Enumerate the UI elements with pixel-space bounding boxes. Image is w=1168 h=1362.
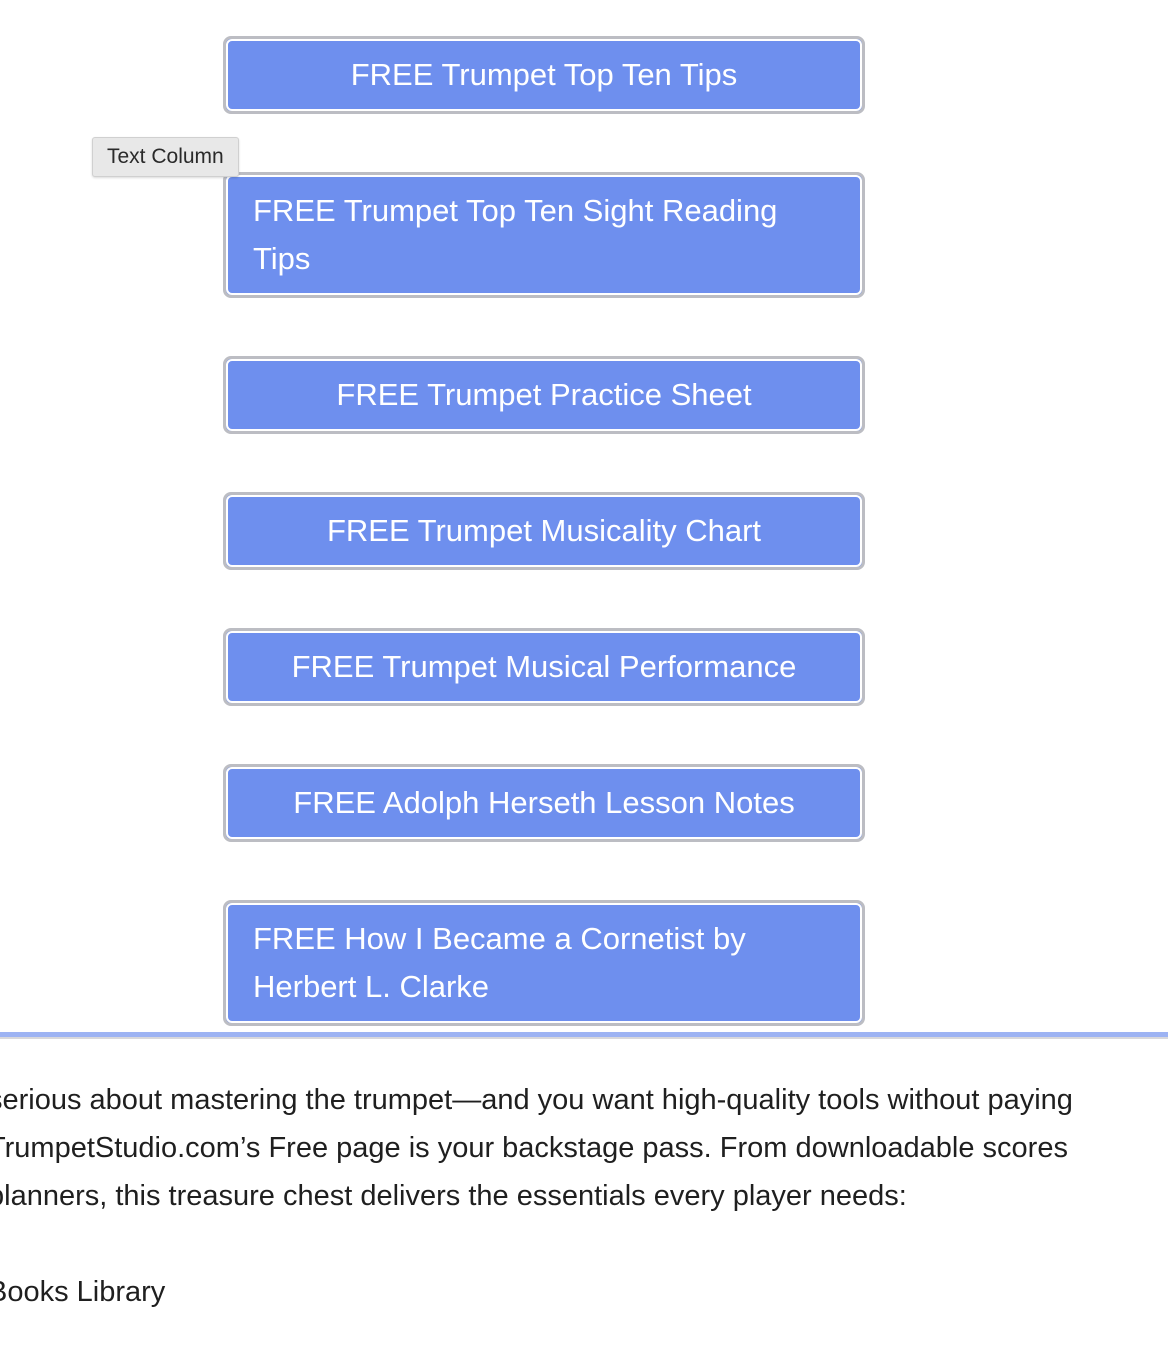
books-library-heading: Books Library — [0, 1276, 166, 1308]
intro-line: TrumpetStudio.com’s Free page is your ba… — [0, 1132, 1068, 1164]
free-sight-reading-tips-button[interactable]: FREE Trumpet Top Ten Sight Reading Tips — [253, 193, 778, 276]
section-divider — [0, 1032, 1168, 1039]
button-block-top-ten-tips: FREE Trumpet Top Ten Tips — [223, 36, 865, 114]
text-column: Text Column FREE Trumpet Top Ten Tips FR… — [92, 36, 865, 1026]
intro-paragraph: serious about mastering the trumpet—and … — [0, 1076, 1168, 1220]
free-practice-sheet-button[interactable]: FREE Trumpet Practice Sheet — [336, 377, 752, 412]
free-musical-performance-button[interactable]: FREE Trumpet Musical Performance — [291, 649, 797, 684]
button-block-musicality-chart: FREE Trumpet Musicality Chart — [223, 492, 865, 570]
button-block-cornetist-clarke: FREE How I Became a Cornetist by Herbert… — [223, 900, 865, 1026]
button-block-sight-reading-tips: FREE Trumpet Top Ten Sight Reading Tips — [223, 172, 865, 298]
intro-line: serious about mastering the trumpet—and … — [0, 1084, 1073, 1116]
free-cornetist-clarke-button[interactable]: FREE How I Became a Cornetist by Herbert… — [253, 921, 746, 1004]
block-label-tooltip: Text Column — [92, 137, 239, 177]
button-block-practice-sheet: FREE Trumpet Practice Sheet — [223, 356, 865, 434]
button-block-herseth-lesson-notes: FREE Adolph Herseth Lesson Notes — [223, 764, 865, 842]
free-herseth-lesson-notes-button[interactable]: FREE Adolph Herseth Lesson Notes — [293, 785, 795, 820]
intro-line: planners, this treasure chest delivers t… — [0, 1180, 907, 1212]
button-block-musical-performance: FREE Trumpet Musical Performance — [223, 628, 865, 706]
free-musicality-chart-button[interactable]: FREE Trumpet Musicality Chart — [326, 513, 762, 548]
free-top-ten-tips-button[interactable]: FREE Trumpet Top Ten Tips — [350, 57, 738, 92]
